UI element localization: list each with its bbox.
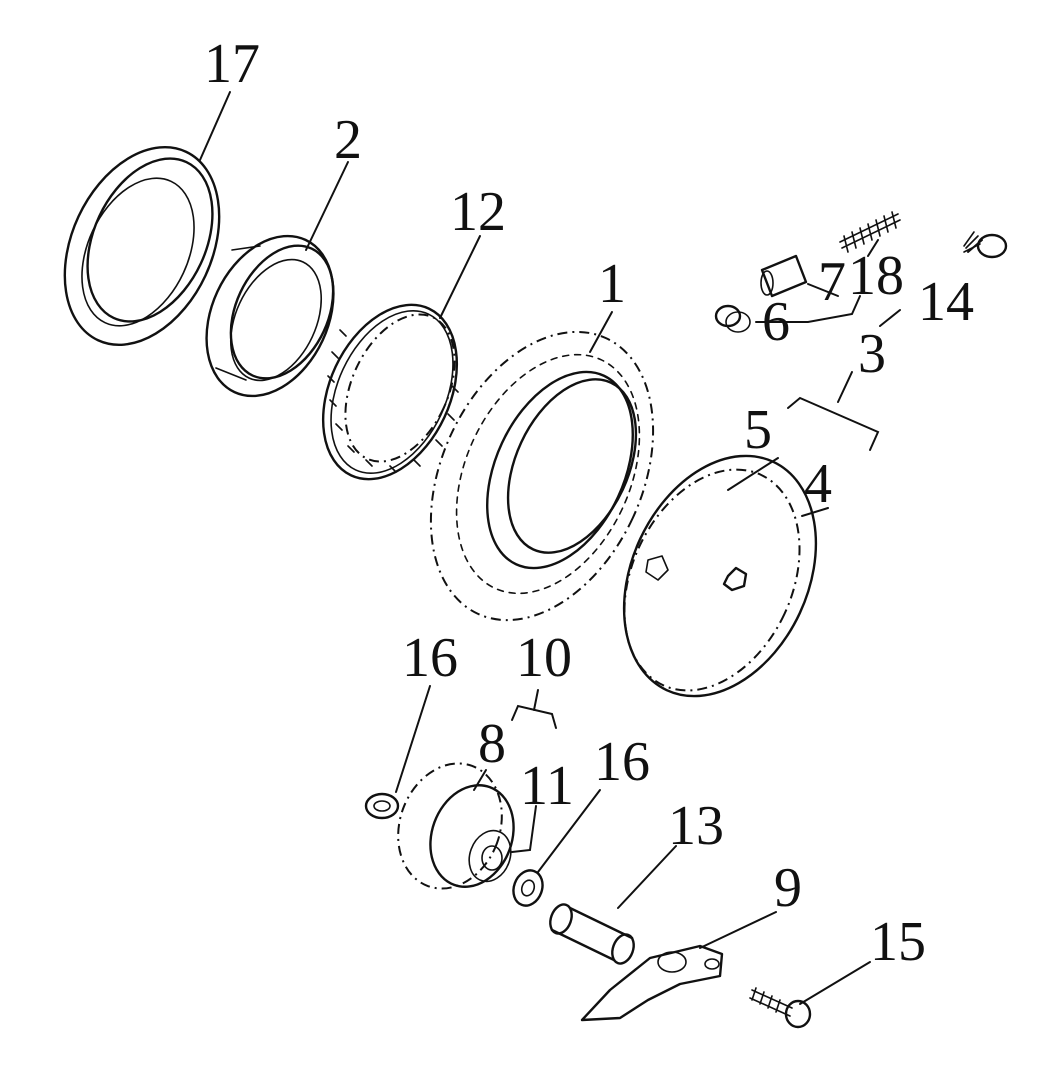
callout-8: 8	[478, 713, 506, 775]
callout-14: 14	[918, 271, 974, 333]
callout-6: 6	[762, 291, 790, 353]
callout-labels: 17 2 12 1 6 7 18 14 3 5 4 16 10 8 16 11 …	[204, 33, 974, 973]
callout-13: 13	[668, 795, 724, 857]
callout-16-right: 16	[594, 731, 650, 793]
part-16-washer-right	[512, 869, 544, 907]
part-8-gear	[397, 762, 515, 890]
leader-lines	[199, 91, 983, 1005]
callout-7: 7	[818, 251, 846, 313]
part-14-screw	[963, 231, 1008, 259]
part-7-plunger	[760, 254, 808, 298]
part-9-lever	[580, 944, 724, 1022]
callout-5: 5	[744, 399, 772, 461]
callout-4: 4	[804, 453, 832, 515]
part-17-washer	[63, 146, 221, 346]
callout-2: 2	[334, 109, 362, 171]
callout-11: 11	[520, 755, 574, 817]
part-6-roller	[714, 304, 751, 333]
part-13-pin	[549, 903, 635, 965]
part-1-clutch-gear	[429, 330, 655, 622]
callout-12: 12	[450, 181, 506, 243]
part-18-spring	[839, 211, 901, 253]
part-16-washer-left	[364, 792, 400, 820]
callout-18: 18	[848, 245, 904, 307]
callout-10: 10	[516, 627, 572, 689]
part-2-race-ring	[205, 234, 335, 398]
callout-3: 3	[858, 323, 886, 385]
callout-9: 9	[774, 857, 802, 919]
part-12-needle-bearing	[321, 303, 459, 481]
callout-17: 17	[204, 33, 260, 95]
callout-15: 15	[870, 911, 926, 973]
callout-1: 1	[598, 253, 626, 315]
part-15-bolt	[749, 987, 812, 1029]
callout-16-left: 16	[402, 627, 458, 689]
